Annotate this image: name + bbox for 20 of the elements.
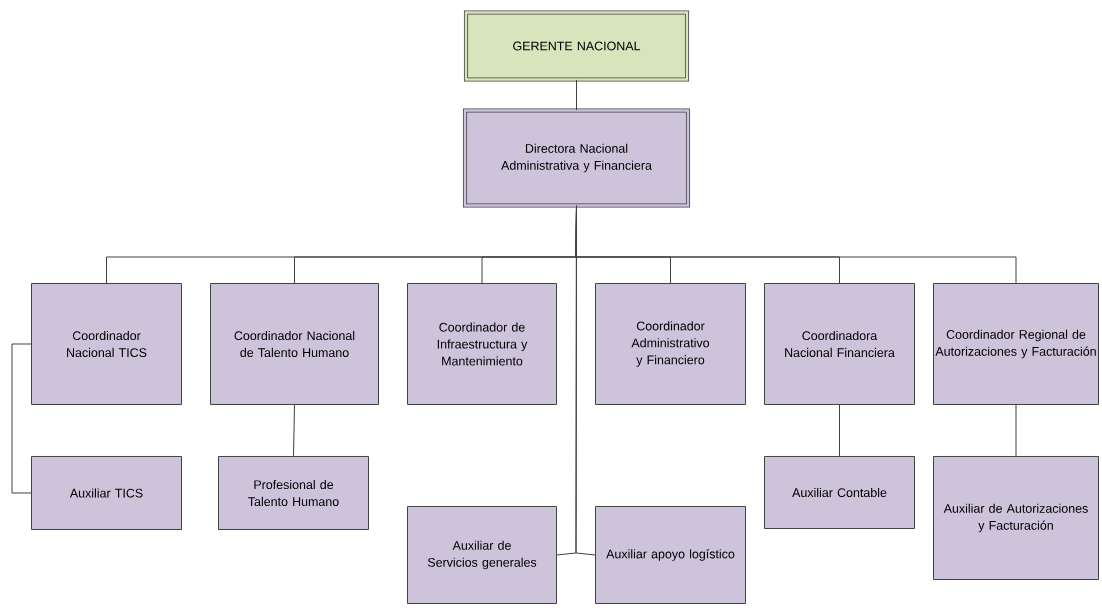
position-box: Auxiliar de Servicios generales	[407, 506, 557, 604]
position-box: Directora Nacional Administrativa y Financiera	[462, 108, 691, 208]
position-box: Coordinador Nacional de Talento Humano	[210, 283, 379, 405]
connector-line	[11, 343, 32, 494]
position-box: Coordinador de Infraestructura y Mantenimiento	[407, 283, 557, 405]
connector-line	[576, 79, 577, 111]
position-box: GERENTE NACIONAL	[463, 10, 690, 82]
position-box: Auxiliar apoyo logístico	[595, 506, 746, 604]
position-box: Auxiliar Contable	[764, 456, 915, 529]
position-box: Coordinador Administrativo y Financiero	[595, 283, 746, 405]
connector-line	[293, 404, 295, 457]
position-box: Coordinador Nacional TICS	[31, 283, 182, 405]
position-box: Coordinador Regional de Autorizaciones y Facturación	[933, 283, 1099, 405]
position-box: Auxiliar de Autorizaciones y Facturación	[933, 456, 1099, 580]
connector-line	[839, 404, 840, 457]
connector-line	[575, 205, 596, 556]
position-box: Auxiliar TICS	[31, 456, 182, 530]
position-box: Profesional de Talento Humano	[218, 456, 369, 530]
connector-line	[1015, 404, 1017, 457]
position-box: Coordinadora Nacional Financiera	[764, 283, 915, 405]
